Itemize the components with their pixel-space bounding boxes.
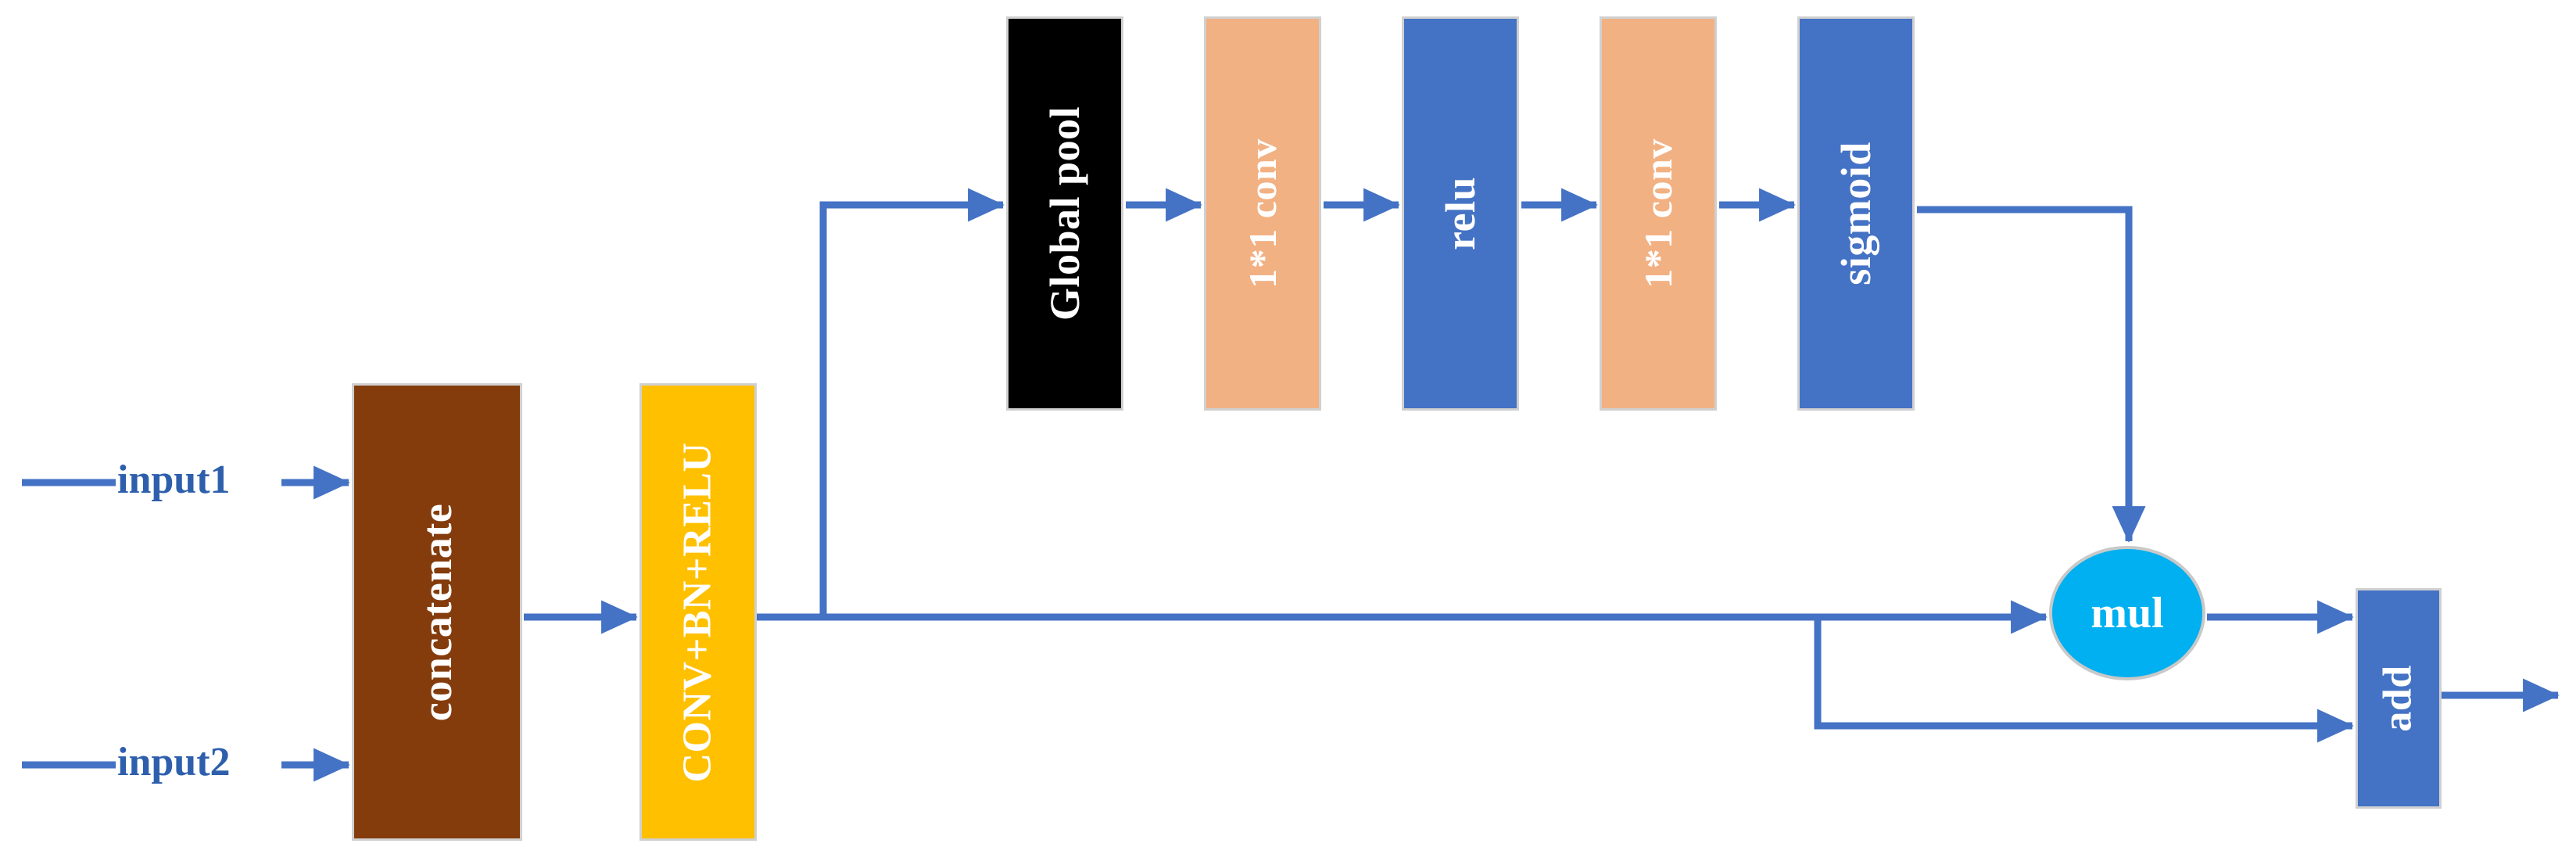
block-conv1x1-a[interactable]: 1*1 conv	[1204, 16, 1321, 411]
block-conv-bn-relu[interactable]: CONV+BN+RELU	[640, 383, 757, 841]
input1-label: input1	[117, 458, 231, 502]
block-global-pool[interactable]: Global pool	[1006, 16, 1123, 411]
block-conv-bn-relu-label: CONV+BN+RELU	[675, 441, 721, 783]
block-mul[interactable]: mul	[2049, 546, 2205, 680]
input2-label: input2	[117, 740, 231, 784]
block-global-pool-label: Global pool	[1041, 106, 1089, 321]
block-relu-label: relu	[1437, 177, 1484, 250]
block-concatenate[interactable]: concatenate	[352, 383, 522, 841]
block-conv1x1-a-label: 1*1 conv	[1241, 138, 1284, 289]
block-add[interactable]: add	[2356, 588, 2442, 809]
edge-sigmoid-to-mul	[1917, 206, 2146, 543]
edge-conv-branch-to-pool	[819, 188, 1005, 617]
block-concatenate-label: concatenate	[414, 503, 460, 721]
block-relu[interactable]: relu	[1402, 16, 1519, 411]
block-mul-label: mul	[2091, 589, 2164, 637]
block-sigmoid[interactable]: sigmoid	[1797, 16, 1915, 411]
block-add-label: add	[2376, 665, 2420, 732]
block-sigmoid-label: sigmoid	[1833, 142, 1880, 285]
block-conv1x1-b[interactable]: 1*1 conv	[1600, 16, 1717, 411]
block-conv1x1-b-label: 1*1 conv	[1636, 138, 1680, 289]
